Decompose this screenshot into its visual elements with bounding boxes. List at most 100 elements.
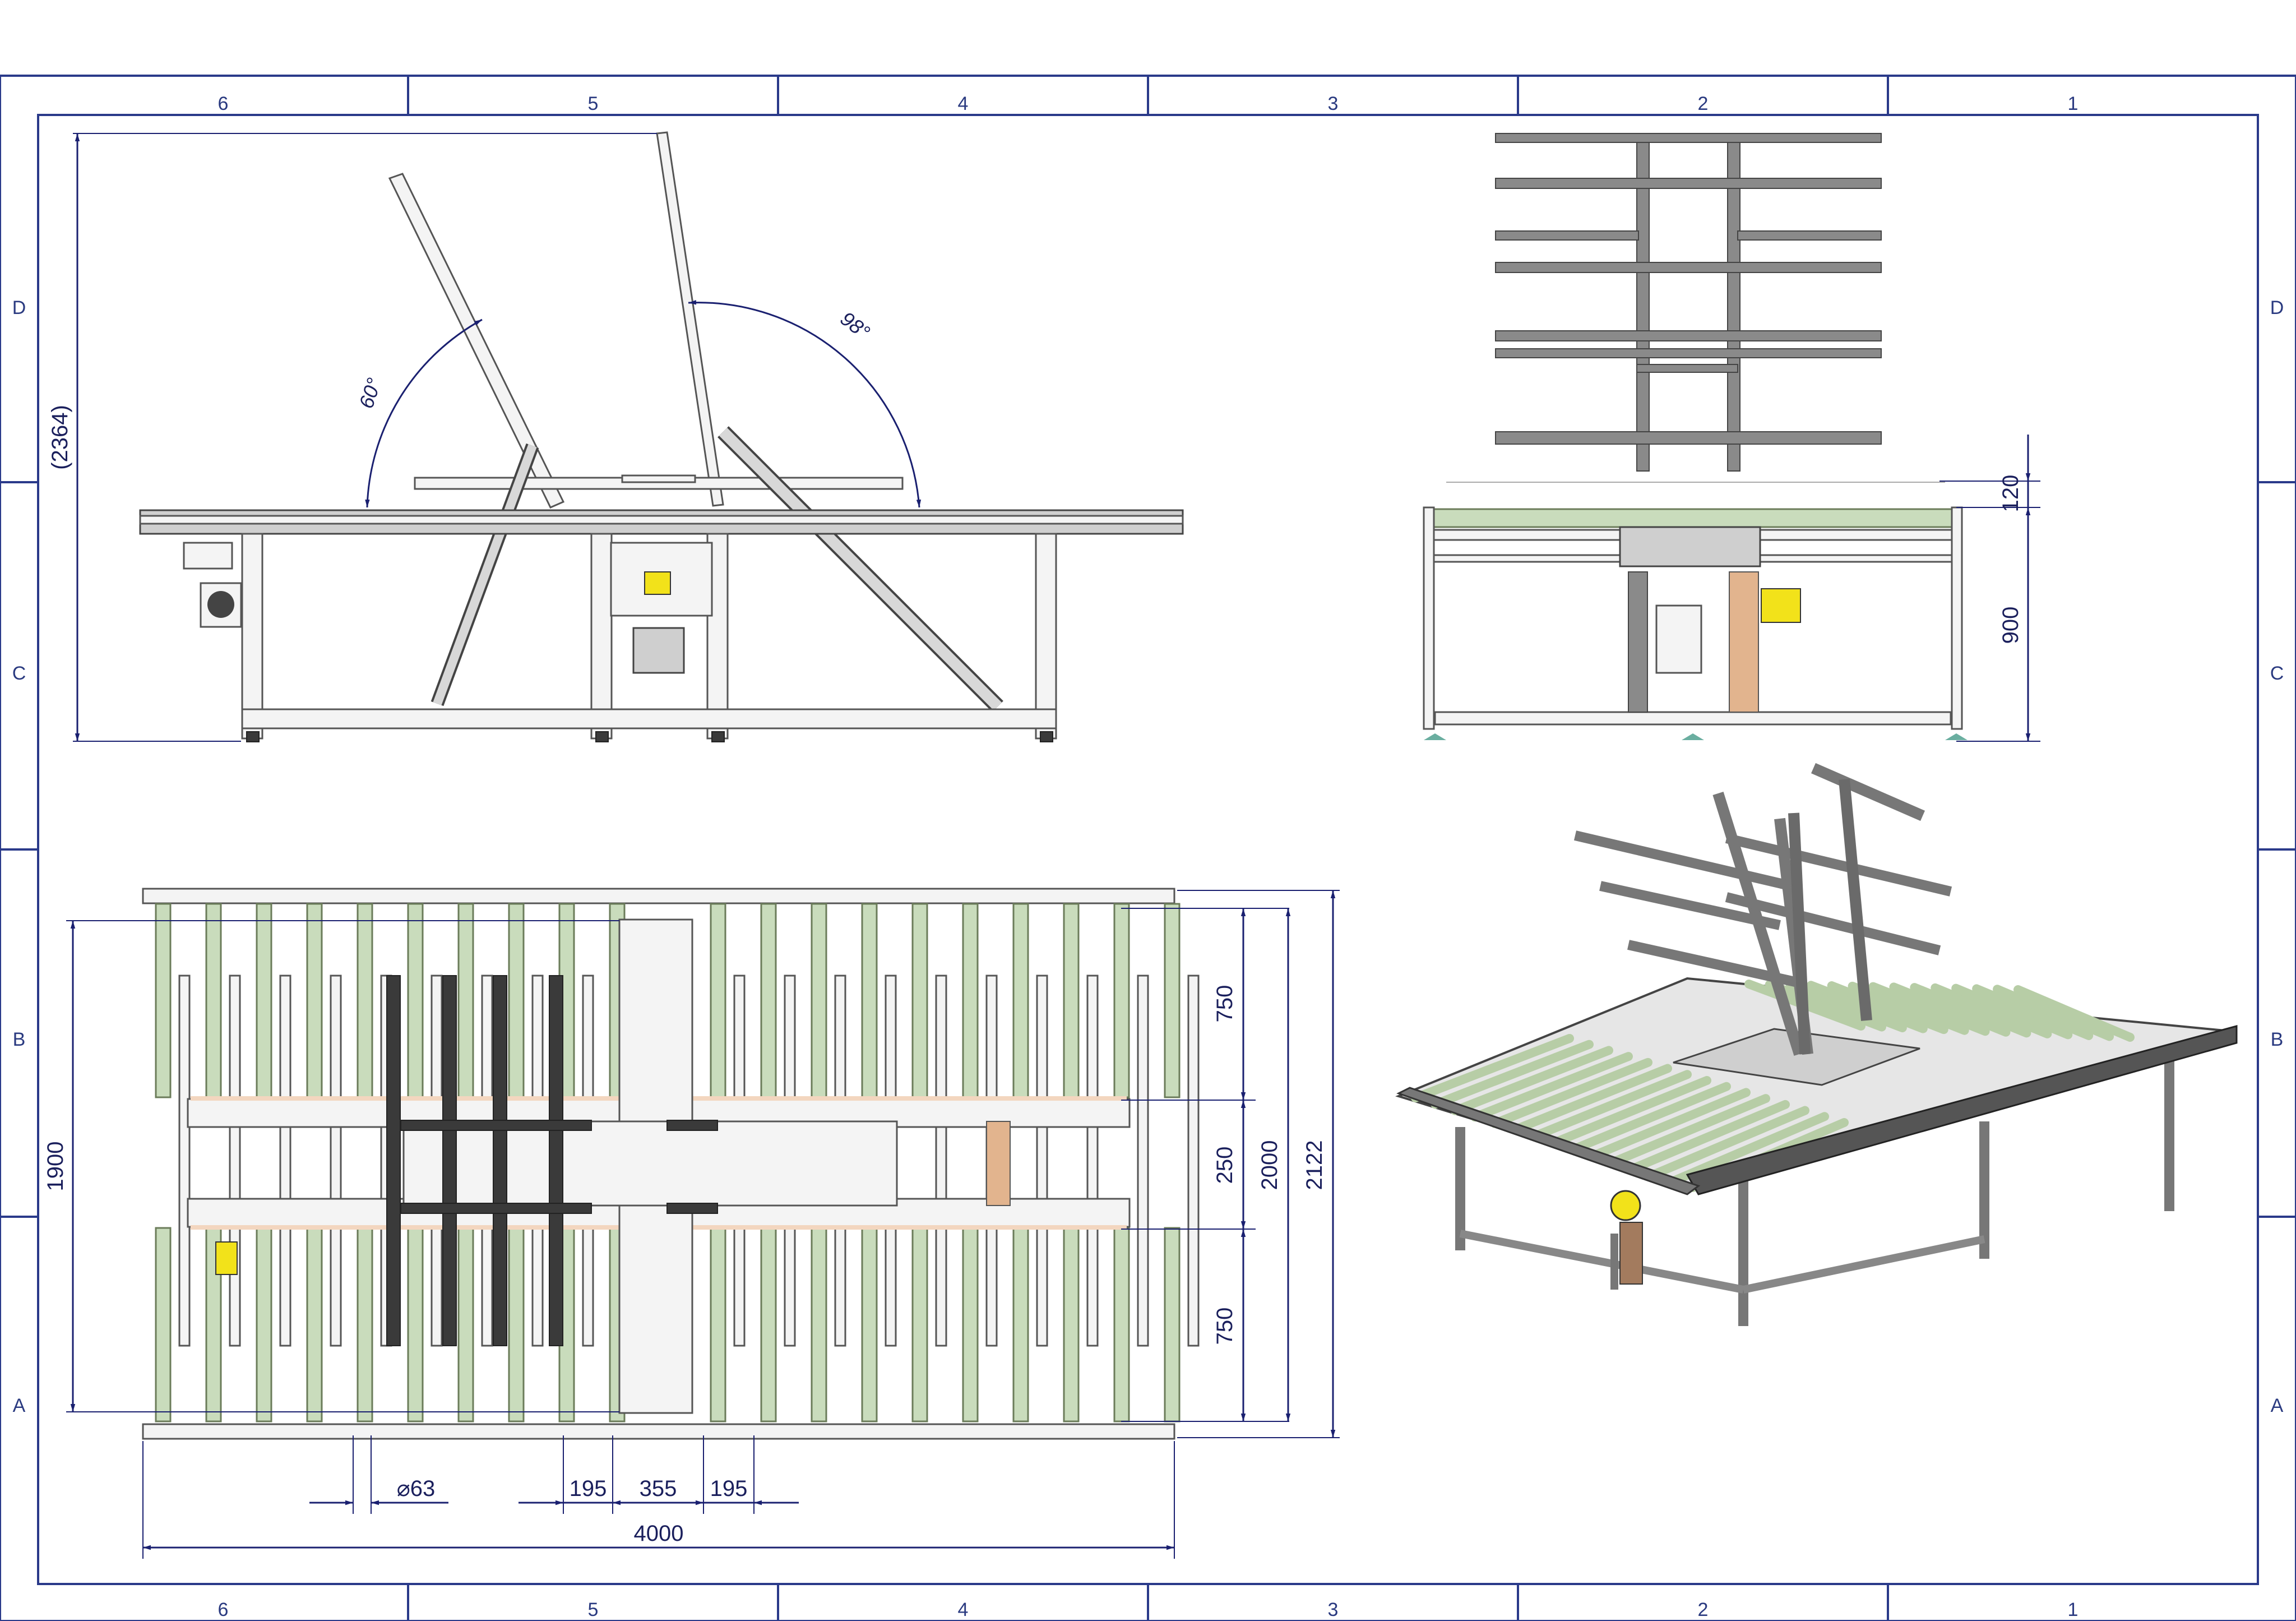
side-legs	[241, 533, 1057, 740]
iso-roller-right	[1785, 980, 1907, 1033]
angle-label: 98°	[836, 307, 874, 344]
dim-gap: 250	[1121, 1100, 1256, 1230]
iso-center-plate	[1673, 1028, 1920, 1086]
col-label: 5	[588, 93, 599, 114]
iso-roller-left	[1490, 1057, 1652, 1128]
iso-roller-right	[1868, 982, 1990, 1036]
dim-table-height: 900	[1956, 507, 2040, 742]
top-slat	[178, 975, 191, 1347]
side-table-top-edge	[139, 515, 1184, 525]
dim-label: 195	[570, 1476, 607, 1501]
control-knob	[207, 591, 234, 618]
top-roller-lower	[357, 1227, 373, 1423]
top-roller-lower	[811, 1227, 827, 1423]
top-roller-lower	[407, 1227, 424, 1423]
col-label: 4	[958, 93, 969, 114]
top-roller-lower	[1012, 1227, 1029, 1423]
col-label: 2	[1698, 93, 1709, 114]
top-roller-lower	[861, 1227, 878, 1423]
top-roller-upper	[407, 903, 424, 1098]
top-roller-lower	[710, 1227, 726, 1423]
top-roller-lower	[1164, 1227, 1181, 1423]
iso-roller-left	[1510, 1064, 1672, 1135]
dim-overall-length: 4000	[142, 1441, 1175, 1559]
row-label: B	[13, 1029, 26, 1050]
col-label: 3	[1328, 1599, 1339, 1620]
top-slat	[1137, 975, 1149, 1347]
col-label: 3	[1328, 93, 1339, 114]
iso-tilt-frame	[1573, 763, 1952, 1056]
iso-roller-left	[1649, 1106, 1809, 1180]
iso-roller-right	[1910, 983, 2031, 1038]
top-roller-upper	[306, 903, 323, 1098]
dim-label: 250	[1212, 1147, 1237, 1184]
front-roller	[1431, 508, 1955, 528]
top-roller-lower	[306, 1227, 323, 1423]
dim-roller-diameter: ⌀63	[309, 1435, 448, 1514]
dim-right-section: 750	[1121, 1229, 1289, 1422]
iso-roller-right	[1972, 984, 2094, 1040]
row-label: A	[2271, 1395, 2284, 1416]
iso-roller-left	[1569, 1082, 1731, 1154]
iso-roller-right	[1931, 983, 2052, 1038]
motor-icon	[215, 1241, 238, 1275]
dim-label: (2364)	[48, 405, 72, 470]
col-label: 6	[218, 93, 229, 114]
top-roller-lower	[457, 1227, 474, 1423]
top-roller-upper	[861, 903, 878, 1098]
top-zone-separators	[407, 76, 1889, 115]
bottom-frame-rail	[142, 1423, 1175, 1440]
iso-roller-left	[1668, 1112, 1829, 1186]
tilt-arm-left	[388, 173, 565, 509]
iso-roller-left	[1628, 1100, 1790, 1173]
dim-label: 1900	[43, 1142, 68, 1191]
dim-top-offset: 120	[1939, 435, 2040, 512]
iso-roller-right	[1827, 981, 1948, 1035]
dim-label: ⌀63	[397, 1476, 436, 1501]
row-label: C	[2270, 663, 2284, 684]
top-slat	[229, 975, 241, 1347]
iso-roller-right	[1951, 983, 2073, 1040]
top-roller-lower	[508, 1227, 525, 1423]
dim-spacing: 195 355 195	[519, 1435, 799, 1514]
top-roller-upper	[205, 903, 222, 1098]
dim-label: 900	[1998, 607, 2023, 644]
dim-label: 2000	[1257, 1140, 1282, 1190]
top-roller-lower	[256, 1227, 272, 1423]
side-feet	[246, 731, 1053, 742]
row-label: C	[12, 663, 26, 684]
top-roller-lower	[911, 1227, 928, 1423]
front-arms	[1495, 133, 1882, 445]
col-label: 1	[2068, 1599, 2079, 1620]
front-view: 120 900	[1423, 133, 2040, 742]
top-roller-upper	[911, 903, 928, 1098]
top-roller-upper	[1012, 903, 1029, 1098]
dim-overall-width: 2122	[1177, 890, 1340, 1438]
iso-roller-right	[1993, 985, 2114, 1041]
dim-overall-height: (2364)	[48, 133, 657, 742]
top-view: 1900 750 250 750 2000 2122	[43, 888, 1340, 1559]
front-drive	[1619, 526, 1801, 713]
row-label: B	[2271, 1029, 2284, 1050]
top-roller-upper	[155, 903, 172, 1098]
top-frame-rail	[142, 888, 1175, 904]
sheet-frame: 6 5 4 3 2 1 6 5 4 3 2 1 D C B A D C B A	[0, 75, 2296, 1621]
dim-label: 120	[1998, 475, 2023, 512]
dim-left-section: 750	[1121, 908, 1289, 1101]
iso-roller-right	[1848, 981, 1969, 1035]
iso-roller-left	[1549, 1076, 1711, 1147]
top-slat	[1086, 975, 1099, 1347]
angle-label: 60°	[354, 375, 386, 411]
iso-roller-left	[1609, 1094, 1770, 1167]
top-roller-lower	[760, 1227, 777, 1423]
top-roller-upper	[508, 903, 525, 1098]
dim-label: 750	[1212, 985, 1237, 1023]
center-plate	[621, 474, 696, 483]
iso-roller-left	[1530, 1070, 1692, 1141]
iso-roller-left	[1431, 1040, 1594, 1109]
row-label: D	[12, 297, 26, 318]
iso-rollers	[1411, 980, 2135, 1192]
dim-inner-width: 2000	[1257, 908, 1291, 1421]
top-roller-upper	[457, 903, 474, 1098]
